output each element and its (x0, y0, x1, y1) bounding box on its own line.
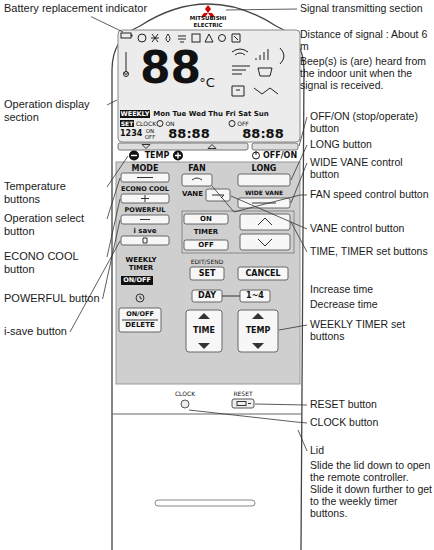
callout-label: ECONO COOL button (4, 250, 104, 275)
remote-button-text: FAN (182, 164, 212, 173)
temp-and-power-buttons (118, 143, 298, 161)
remote-button-text: OFF (236, 120, 250, 127)
leader-line (107, 100, 117, 105)
button-panel (116, 162, 300, 384)
leader-line (189, 410, 307, 423)
callout-label: Operation select button (4, 212, 104, 237)
leader-line (107, 156, 128, 187)
remote-button-text: MODE (121, 164, 169, 173)
remote-button-text: ON (184, 214, 228, 224)
remote-button-text: WIDE VANE (238, 188, 290, 197)
remote-button-text: EDIT/SEND (186, 258, 228, 266)
remote-button-text: TEMP (238, 326, 278, 336)
remote-button-text: 88:88 (232, 127, 294, 141)
remote-button-text: RESET (226, 390, 260, 397)
callout-label: Distance of signal : About 6 m (300, 28, 430, 52)
remote-button-text: 88:88 (158, 127, 220, 141)
remote-button-text: 1~4 (240, 290, 270, 302)
leader-line (298, 430, 307, 451)
remote-button-text: SET (190, 267, 224, 280)
callout-label: i-save button (4, 325, 67, 338)
callout-label: FAN speed control button (310, 188, 429, 200)
leader-line (291, 222, 307, 252)
leader-line (91, 17, 123, 32)
remote-button-text: CLOCK (168, 390, 202, 397)
leader-line (255, 404, 307, 405)
callout-label: WIDE VANE control button (310, 156, 430, 180)
remote-button-text: ON (164, 120, 176, 127)
callout-label: CLOCK button (310, 416, 378, 428)
remote-button-text: TIMER (184, 227, 228, 237)
leader-line (231, 196, 307, 229)
lid (112, 414, 302, 506)
remote-button-text: OFF/ON (262, 151, 298, 160)
remote-button-text: WEEKLY TIMER (118, 256, 164, 273)
callout-label: Battery replacement indicator (4, 2, 147, 15)
leader-line (279, 325, 307, 330)
remote-button-text: 88 (140, 46, 200, 90)
remote-button-text: LONG (238, 164, 290, 173)
callout-label: Decrease time (310, 298, 378, 310)
remote-button-text: Mon Tue Wed Thu Fri Sat Sun (152, 110, 270, 118)
leader-line (103, 220, 120, 299)
remote-button-text: ON/OFF (121, 276, 153, 285)
leader-line (226, 9, 297, 10)
callout-label: Beep(s) is (are) heard from the indoor u… (300, 55, 430, 91)
callout-label: OFF/ON (stop/operate) button (310, 110, 430, 134)
remote-button-text: TIME (186, 326, 222, 336)
remote-button-text: OFF (184, 240, 228, 250)
callout-label: Operation display section (4, 98, 104, 123)
callout-label: Signal transmitting section (300, 2, 423, 14)
callout-label: Increase time (310, 283, 373, 295)
remote-button-text: CANCEL (238, 267, 288, 280)
clock-reset-buttons (181, 399, 254, 408)
callout-label: LONG button (310, 138, 372, 150)
remote-button-text: CLOCK (135, 120, 157, 127)
remote-button-text: DAY (192, 290, 222, 302)
remote-button-text: SET (120, 120, 134, 127)
remote-button-text: DELETE (119, 320, 161, 331)
remote-button-text: VANE (180, 190, 205, 199)
callout-label: Temperature buttons (4, 180, 104, 205)
leader-line (107, 178, 120, 219)
remote-button-text: OFF (144, 134, 156, 140)
leader-line (299, 117, 307, 146)
remote-button-text: WEEKLY (120, 110, 150, 118)
callout-label: TIME, TIMER set buttons (310, 245, 428, 257)
remote-body (112, 4, 304, 550)
remote-button-text: TEMP (142, 151, 172, 160)
callout-label: POWERFUL button (4, 292, 100, 305)
remote-button-text: °C (198, 76, 216, 90)
remote-button-text: MITSUBISHI ELECTRIC (183, 15, 233, 28)
callout-label: RESET button (310, 398, 377, 410)
remote-button-text: ON/OFF (119, 309, 161, 319)
callout-label: Lid (310, 444, 324, 456)
remote-button-text: 1234 (120, 129, 142, 139)
callout-label: WEEKLY TIMER set buttons (310, 318, 430, 342)
callout-label: VANE control button (310, 222, 404, 234)
remote-button-text: ON (144, 128, 156, 134)
remote-button-text: i save (121, 227, 169, 236)
display-panel (118, 30, 300, 142)
remote-button-text: POWERFUL (121, 206, 169, 215)
leader-line (291, 145, 307, 180)
callout-label: Slide the lid down to open the remote co… (310, 459, 432, 519)
remote-button-text: ECONO COOL (121, 185, 169, 194)
